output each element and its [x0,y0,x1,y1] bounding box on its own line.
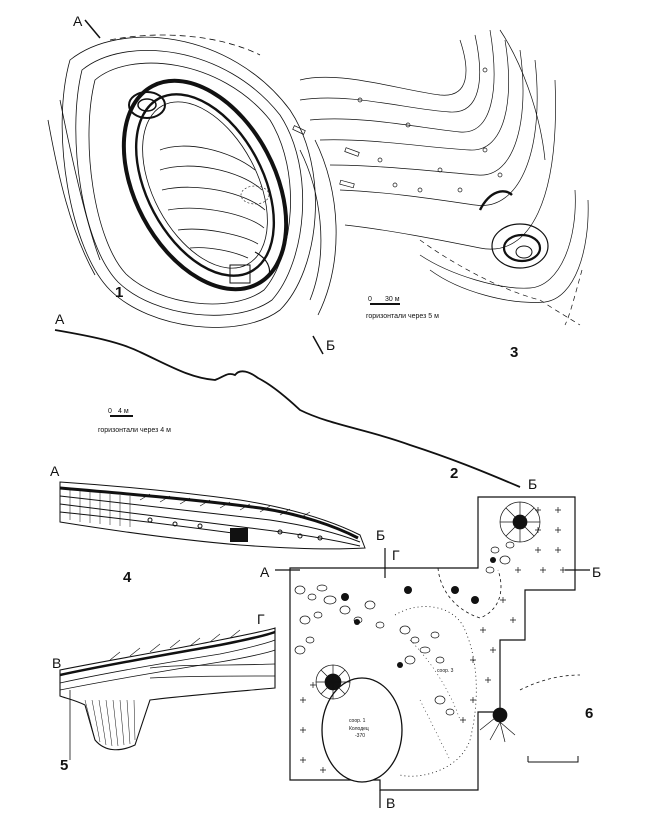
panel-2-profile: А Б 0 4 м горизонтали через 4 м [54,311,537,492]
profile-scale-length: 4 м [118,408,129,415]
section5-label-g: Г [257,611,265,627]
section4-label-b: Б [376,527,385,543]
plan6-label-v: В [386,795,395,811]
section-line-a-b: А Б [73,13,335,355]
plan6-label-a: А [260,564,270,580]
panel-4-section [59,481,366,550]
section4-label-a: А [50,463,60,479]
figure-number-2: 2 [450,465,458,482]
plan6-structure3: соор. 3 [437,668,454,674]
profile-scale-zero: 0 [108,408,112,415]
plan6-well-depth: -370 [355,733,365,739]
section4-label-g: Г [392,547,400,563]
panel-6-excavation-plan [289,496,581,791]
label-b-top: Б [326,337,335,353]
plan6-label-b: Б [592,564,601,580]
section5-label-v: В [52,655,61,671]
figure-number-5: 5 [60,757,68,774]
plan6-well: Колодец [349,726,369,732]
plan6-structure1: соор. 1 [349,718,366,724]
scale3-contour-note: горизонтали через 5 м [366,313,439,320]
scale3-length: 30 м [385,296,400,303]
profile-label-b: Б [528,476,537,492]
figure-number-3: 3 [510,344,518,361]
panel-1-contour-plan [47,34,337,328]
scale3-zero: 0 [368,296,372,303]
profile-contour-note: горизонтали через 4 м [98,427,171,434]
label-a-top: А [73,13,83,29]
figure-number-6: 6 [585,705,593,722]
panel-5-section [59,627,276,760]
map-3-scale-bar: 0 30 м горизонтали через 5 м [366,296,439,320]
plan6-section-markers: А Б В [260,548,601,811]
figure-number-1: 1 [115,284,123,301]
panel-3-contour-map [292,29,589,326]
figure-number-4: 4 [123,569,132,586]
profile-label-a: А [55,311,65,327]
